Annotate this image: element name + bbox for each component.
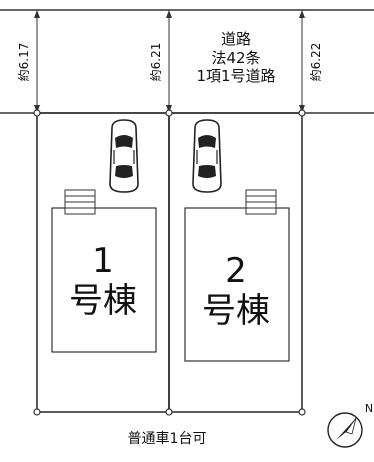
north-label: N — [365, 402, 373, 415]
dimension-middle: 約6.21 — [148, 10, 172, 113]
parking-note: 普通車1台可 — [128, 430, 207, 447]
road-label-line3: 1項1号道路 — [196, 67, 275, 85]
road-label-line2: 法42条 — [211, 49, 260, 67]
dimension-right: 約6.22 — [299, 10, 323, 113]
car-icon — [192, 119, 222, 193]
lot-boundary-2 — [168, 112, 303, 413]
stairs-icon — [64, 189, 96, 215]
building-footprint-2 — [184, 207, 290, 362]
lot-1-number: 1 — [92, 241, 114, 281]
lot-2-number: 2 — [225, 251, 247, 291]
dimension-right-label: 約6.22 — [308, 43, 323, 82]
dimension-left: 約6.17 — [16, 10, 40, 113]
building-footprint-1 — [51, 207, 157, 353]
stairs-icon — [245, 189, 277, 215]
boundary-markers — [33, 109, 306, 416]
dimension-middle-label: 約6.21 — [148, 43, 163, 82]
road-label-line1: 道路 — [221, 30, 251, 48]
lot-2-label: 号棟 — [202, 291, 270, 331]
north-arrow-icon: N — [327, 402, 373, 448]
car-icon — [109, 119, 139, 193]
dimension-left-label: 約6.17 — [16, 43, 31, 82]
lot-1-label: 号棟 — [69, 281, 137, 321]
